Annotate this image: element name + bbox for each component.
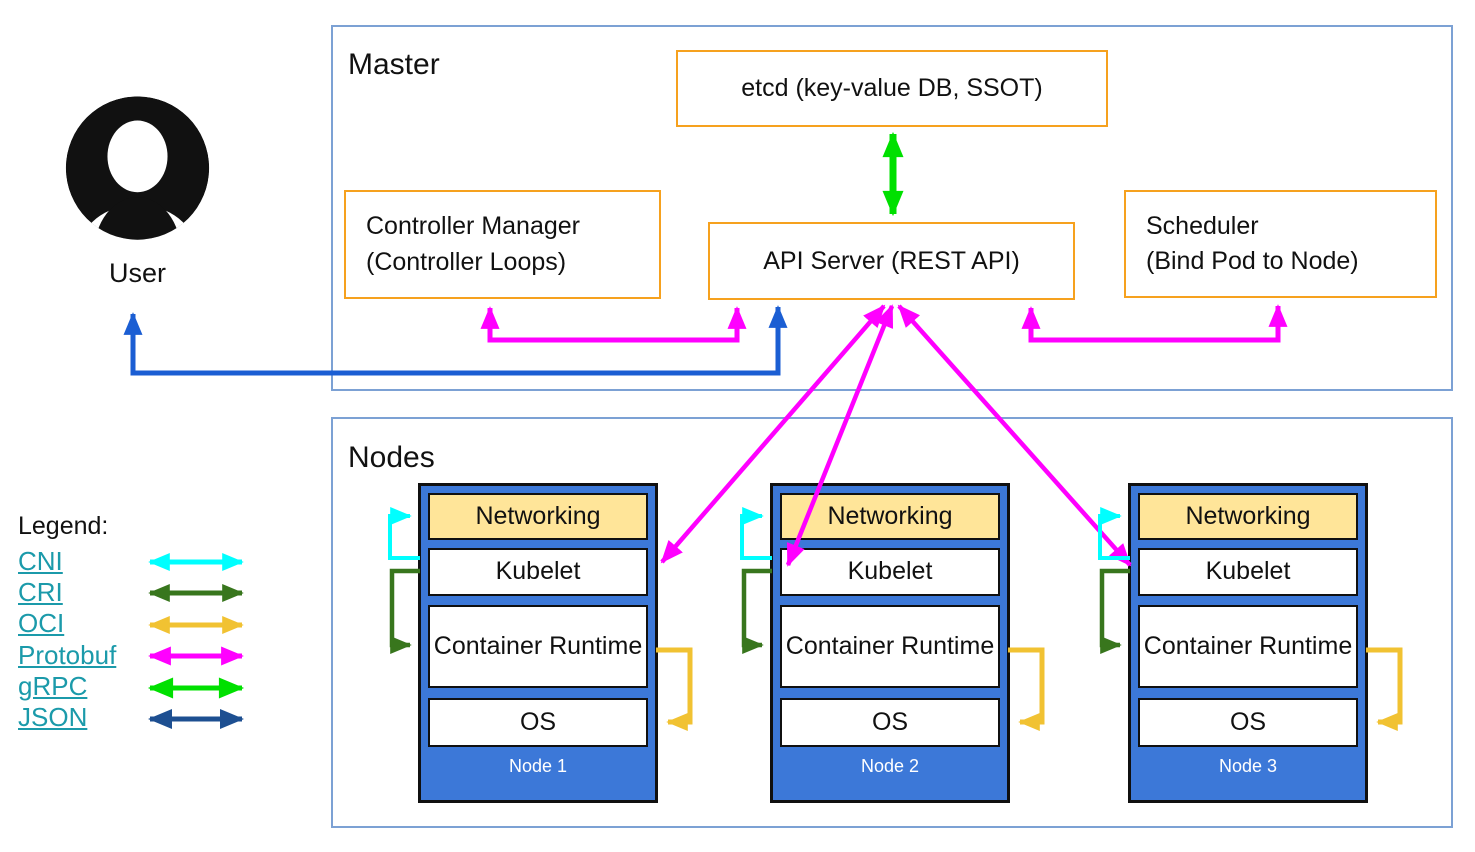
user-icon <box>65 96 210 240</box>
node-3-networking: Networking <box>1138 493 1358 540</box>
node-2-networking: Networking <box>780 493 1000 540</box>
node-1-box: Networking Kubelet Container Runtime OS … <box>418 483 658 803</box>
node-1-kubelet: Kubelet <box>428 548 648 596</box>
legend-link-cni[interactable]: CNI <box>18 546 63 576</box>
legend-link-grpc[interactable]: gRPC <box>18 671 88 701</box>
node-1-label: Node 1 <box>508 756 568 776</box>
legend-link-json[interactable]: JSON <box>18 702 88 732</box>
legend-link-oci[interactable]: OCI <box>18 608 65 638</box>
node-3-kubelet: Kubelet <box>1138 548 1358 596</box>
node-2-label: Node 2 <box>860 756 920 776</box>
node-1-networking: Networking <box>428 493 648 540</box>
etcd-box: etcd (key-value DB, SSOT) <box>676 50 1108 127</box>
etcd-label: etcd (key-value DB, SSOT) <box>741 74 1043 102</box>
node-3-box: Networking Kubelet Container Runtime OS … <box>1128 483 1368 803</box>
controller-manager-line2: (Controller Loops) <box>366 247 567 276</box>
node-1-os: OS <box>428 698 648 747</box>
controller-manager-box: Controller Manager (Controller Loops) <box>344 190 661 299</box>
node-3-os: OS <box>1138 698 1358 747</box>
node-2-container-runtime: Container Runtime <box>780 605 1000 688</box>
user-label: User <box>108 258 166 288</box>
scheduler-line2: (Bind Pod to Node) <box>1146 247 1359 275</box>
node-2-box: Networking Kubelet Container Runtime OS … <box>770 483 1010 803</box>
legend-link-protobuf[interactable]: Protobuf <box>18 640 117 670</box>
nodes-title: Nodes <box>348 441 435 474</box>
api-server-label: API Server (REST API) <box>763 246 1020 275</box>
node-2-os: OS <box>780 698 1000 747</box>
scheduler-box: Scheduler (Bind Pod to Node) <box>1124 190 1437 298</box>
node-2-kubelet: Kubelet <box>780 548 1000 596</box>
controller-manager-line1: Controller Manager <box>366 212 580 240</box>
node-3-label: Node 3 <box>1218 756 1278 776</box>
legend-link-cri[interactable]: CRI <box>18 577 63 607</box>
scheduler-line1: Scheduler <box>1146 211 1259 240</box>
node-1-container-runtime: Container Runtime <box>428 605 648 688</box>
master-title: Master <box>348 48 440 81</box>
node-3-container-runtime: Container Runtime <box>1138 605 1358 688</box>
api-server-box: API Server (REST API) <box>708 222 1075 300</box>
legend-title: Legend: <box>18 512 109 540</box>
